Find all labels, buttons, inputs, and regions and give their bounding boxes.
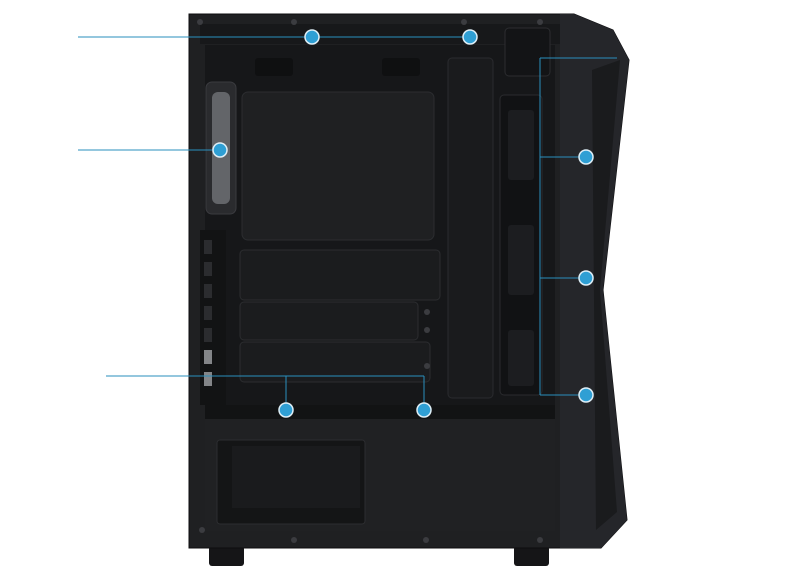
callout-rear-fan-mount [78, 142, 228, 158]
callout-marker [416, 402, 432, 418]
callout-marker [578, 149, 594, 165]
callout-marker [212, 142, 228, 158]
callout-front-fan-mounts [539, 57, 617, 403]
top-cutout-right [382, 58, 420, 76]
io-shield-area [239, 249, 441, 301]
callout-shroud-fan-mounts [106, 375, 432, 418]
callout-top-fan-mounts [78, 29, 478, 45]
callout-marker [578, 387, 594, 403]
case-foot-left [209, 546, 244, 566]
callout-marker [462, 29, 478, 45]
psu-shroud-top [205, 405, 555, 419]
callouts [78, 29, 617, 418]
front-panel-mesh [592, 60, 620, 530]
motherboard-cutout [241, 91, 435, 241]
cable-bay [447, 57, 494, 399]
callout-marker [278, 402, 294, 418]
callout-marker [578, 270, 594, 286]
front-drive-cage [499, 94, 543, 396]
front-io-cables [504, 27, 551, 77]
callout-marker [304, 29, 320, 45]
psu-window-inner [232, 446, 360, 508]
case-screws [197, 19, 543, 543]
case-body [188, 13, 630, 549]
case-foot-right [514, 546, 549, 566]
lower-cutout [239, 301, 419, 341]
lower-cutout-2 [239, 341, 431, 383]
case-feet [209, 546, 549, 566]
top-cutout-left [255, 58, 293, 76]
expansion-slots [200, 230, 226, 405]
